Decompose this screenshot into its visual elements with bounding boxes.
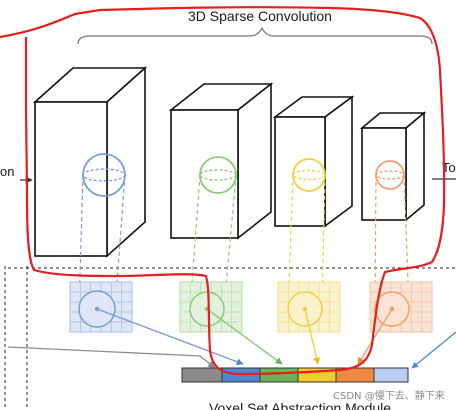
feature-segment bbox=[181, 367, 223, 383]
feature-sampling-layer bbox=[69, 153, 433, 366]
conv-block-3 bbox=[272, 95, 355, 228]
stage-conv2 bbox=[179, 156, 283, 365]
red-annotation-outline bbox=[0, 6, 446, 376]
aggregation-arrow bbox=[304, 308, 320, 365]
sphere-equator bbox=[199, 169, 237, 181]
module-label: Voxel Set Abstraction Module bbox=[209, 400, 391, 410]
sphere-equator bbox=[292, 169, 326, 181]
feature-segment bbox=[259, 367, 299, 383]
projection-line-left bbox=[374, 174, 377, 310]
conv-block-2 bbox=[168, 82, 274, 240]
sphere-equator bbox=[375, 170, 405, 180]
bev-feature-arrow bbox=[411, 331, 456, 369]
conv-block-4 bbox=[359, 111, 427, 222]
projection-line-left bbox=[78, 174, 84, 310]
watermark: CSDN @慢下去、静下来 bbox=[333, 389, 445, 402]
feature-segment bbox=[373, 367, 409, 383]
diagram-title: 3D Sparse Convolution bbox=[188, 8, 332, 24]
stage-conv1 bbox=[69, 153, 244, 366]
left-input-label: on bbox=[0, 164, 14, 179]
right-output-label: To bbox=[442, 160, 456, 175]
projection-line-right bbox=[321, 174, 326, 310]
conv-block-1 bbox=[32, 66, 148, 258]
aggregation-arrow bbox=[96, 308, 244, 366]
sphere-equator bbox=[82, 168, 126, 182]
concatenated-feature-bar bbox=[181, 367, 409, 383]
projection-line-right bbox=[403, 174, 410, 310]
title-bracket bbox=[77, 26, 433, 45]
projection-line-left bbox=[287, 174, 294, 310]
projection-line-left bbox=[189, 174, 201, 310]
aggregation-arrow bbox=[357, 308, 393, 365]
raw-points-arrow bbox=[7, 346, 216, 369]
projection-line-right bbox=[114, 174, 126, 310]
stage-conv3 bbox=[277, 158, 341, 365]
aggregation-arrow bbox=[206, 308, 283, 365]
stage-conv4 bbox=[357, 160, 433, 365]
